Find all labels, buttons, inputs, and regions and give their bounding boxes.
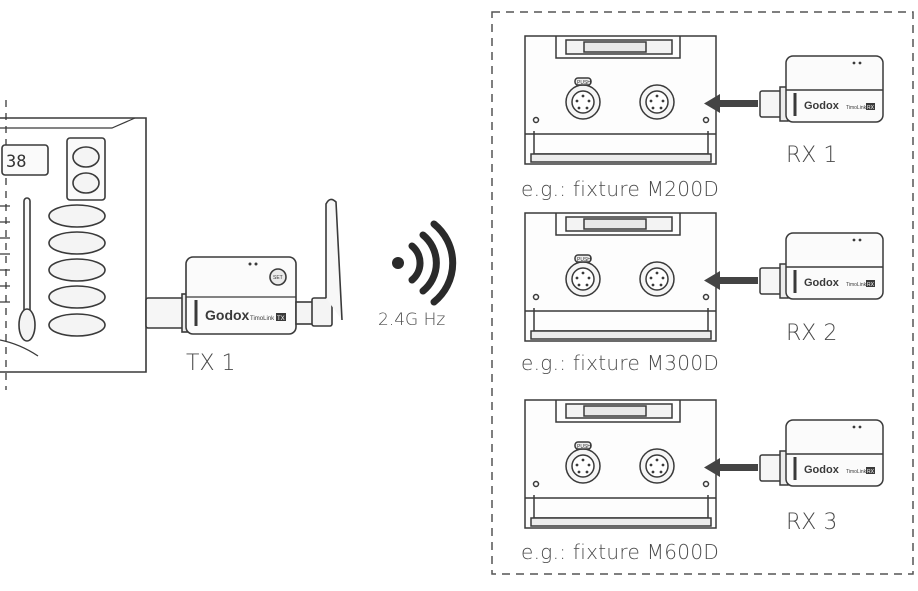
wireless-signal-icon [392,220,457,306]
insert-arrow-1 [704,94,758,113]
rx-brand: Godox [804,100,840,112]
receiver-group-border [491,11,914,575]
rx-label-1: RX 1 [786,143,838,168]
fixture-body [524,212,717,342]
tx-badge: TX [277,316,285,322]
rx-badge: RX [867,469,875,475]
rx-model: TimoLink [846,469,867,475]
insert-arrow-3 [704,458,758,477]
tx-label: TX 1 [186,351,236,376]
console-fader-knob [18,308,36,342]
fixture-body [524,35,717,165]
rx-brand: Godox [804,277,840,289]
rx-xlr-plug [759,267,783,295]
push-latch-label: PUSH [577,80,591,86]
rx-model: TimoLink [846,282,867,288]
console-button [48,313,106,337]
fixture-row-2: PUSH [524,212,717,342]
tx-badge-bg [276,313,286,321]
rx-label-2: RX 2 [786,321,838,346]
tx-antenna [325,198,343,321]
push-latch-label: PUSH [577,257,591,263]
lighting-console [0,100,147,390]
tx-transmitter [145,198,343,335]
rx-label-3: RX 3 [786,510,838,535]
insert-arrow-2 [704,271,758,290]
rx-model: TimoLink [846,105,867,111]
rx-xlr-plug [759,454,783,482]
console-button [48,285,106,309]
console-display-text: 38 [6,152,26,172]
console-button [48,204,106,228]
tx-body [185,256,297,335]
console-display [1,144,49,176]
rx-xlr-plug [759,90,783,118]
console-knob [72,172,100,194]
fixture-caption-3: e.g.: fixture M600D [521,540,720,564]
tx-model: TimoLink [250,316,275,322]
rx-brand: Godox [804,464,840,476]
frequency-label: 2.4G Hz [378,310,446,330]
console-knob [72,146,100,168]
rx-body [785,55,884,123]
rx-body [785,419,884,487]
rx-body [785,232,884,300]
fixture-handle [555,400,681,423]
fixture-row-1: PUSH [524,35,717,165]
console-button [48,258,106,282]
fixture-row-3: PUSH [524,399,717,529]
fixture-body [524,399,717,529]
tx-xlr-plug [145,297,187,329]
tx-brand: Godox [205,307,250,323]
tx-set-label: SET [273,275,283,281]
fixture-handle [555,213,681,236]
fixture-caption-1: e.g.: fixture M200D [521,177,720,201]
fixture-handle [555,36,681,59]
rx-badge: RX [867,282,875,288]
push-latch-label: PUSH [577,444,591,450]
rx-badge: RX [867,105,875,111]
console-button [48,231,106,255]
tx-set-button [269,268,287,286]
fixture-caption-2: e.g.: fixture M300D [521,351,720,375]
tx-antenna-mount [311,297,333,327]
